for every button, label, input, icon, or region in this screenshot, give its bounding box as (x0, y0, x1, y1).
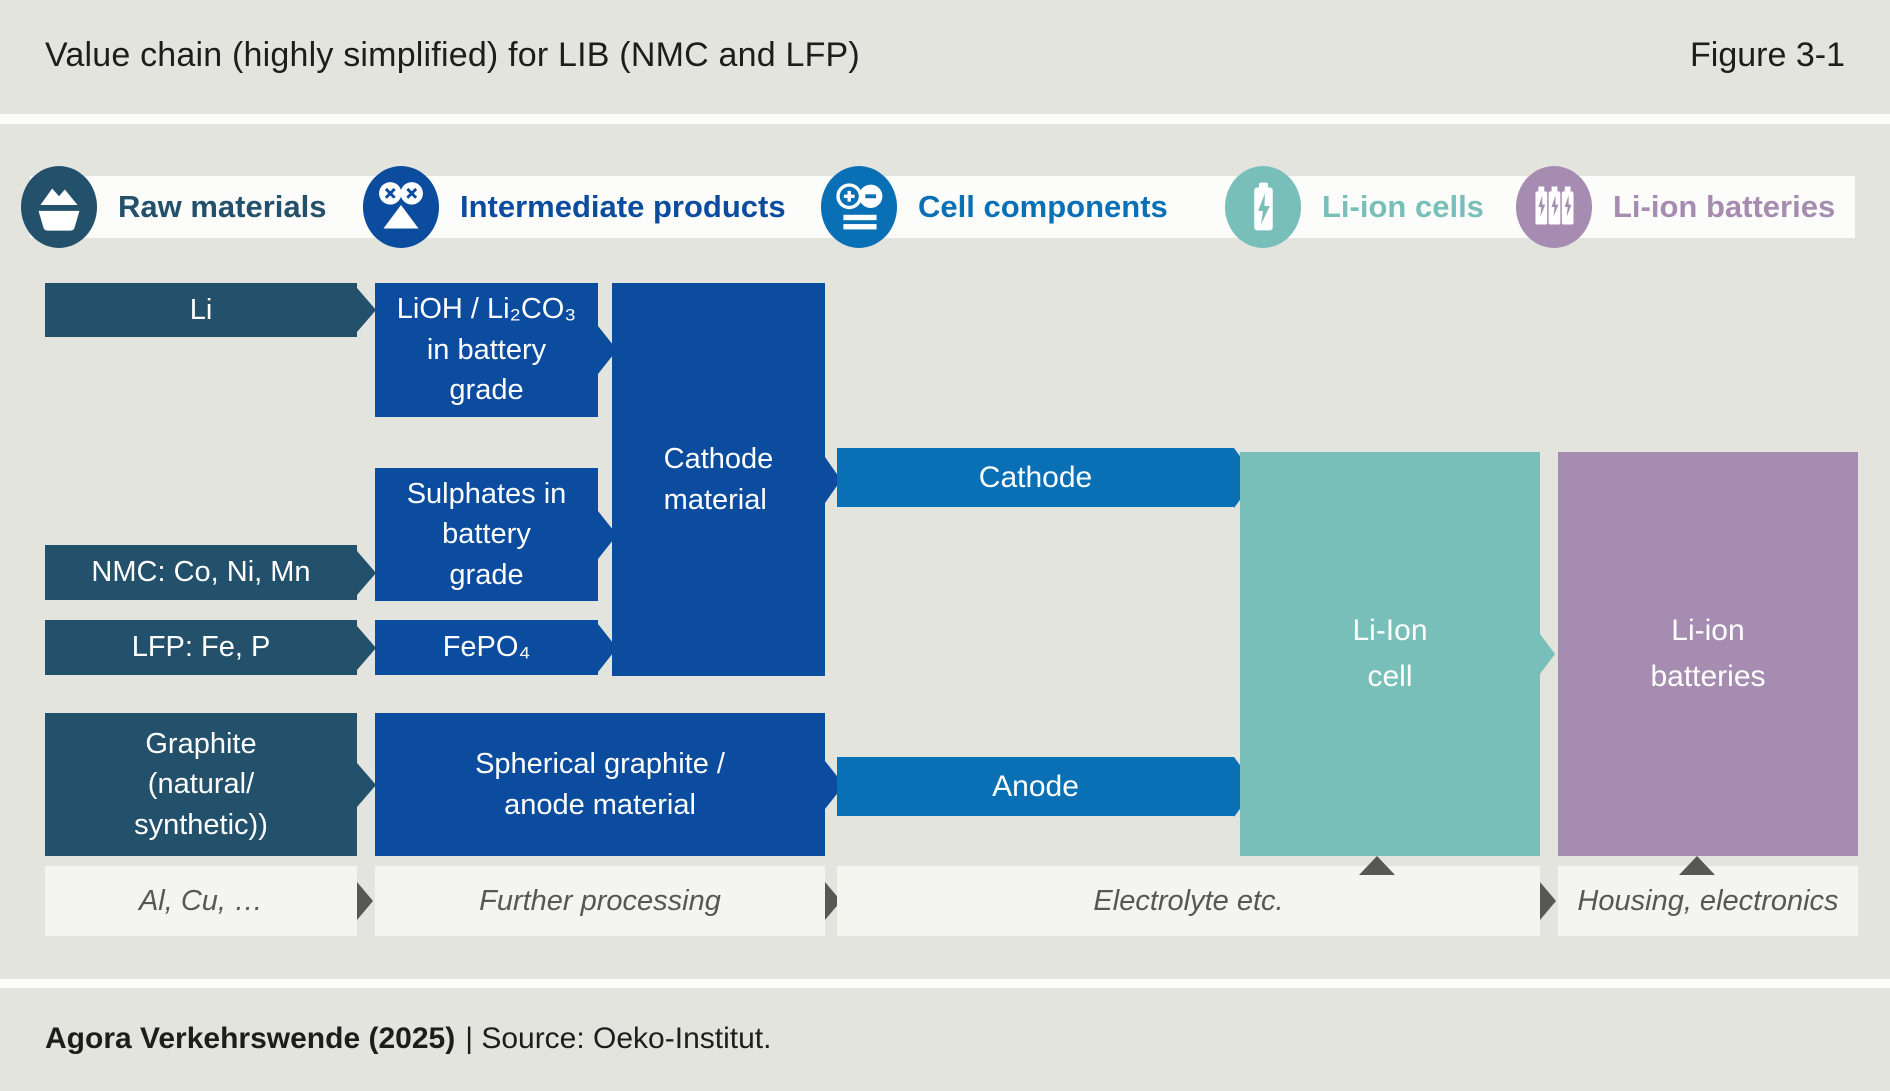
legend-item-cell-components: Cell components (820, 165, 1168, 249)
battery-pack-icon (1515, 166, 1593, 248)
legend-label: Cell components (918, 189, 1168, 224)
box-lioh: LiOH / Li₂CO₃ in battery grade (375, 283, 598, 417)
box-further-processing: Further processing (375, 866, 825, 936)
legend-label: Raw materials (118, 189, 327, 224)
bar-cathode: Cathode (837, 448, 1234, 507)
box-lfp: LFP: Fe, P (45, 620, 357, 675)
figure-number: Figure 3-1 (1690, 36, 1845, 74)
legend-label: Intermediate products (460, 189, 786, 224)
box-graphite: Graphite (natural/ synthetic)) (45, 713, 357, 856)
processed-ore-icon (362, 166, 440, 248)
box-li: Li (45, 283, 357, 337)
box-sulphates: Sulphates in battery grade (375, 468, 598, 601)
box-nmc: NMC: Co, Ni, Mn (45, 545, 357, 600)
attribution-publisher: Agora Verkehrswende (2025) (45, 1022, 456, 1055)
ore-basket-icon (20, 166, 98, 248)
up-arrow-housing-to-batteries (1679, 856, 1715, 875)
attribution: Agora Verkehrswende (2025) | Source: Oeko… (45, 1022, 771, 1056)
legend-item-li-ion-batteries: Li-ion batteries (1515, 165, 1835, 249)
page-title: Value chain (highly simplified) for LIB … (45, 36, 860, 74)
box-spherical-graphite: Spherical graphite / anode material (375, 713, 825, 856)
header-divider (0, 114, 1890, 124)
legend-item-intermediate-products: Intermediate products (362, 165, 786, 249)
box-al-cu: Al, Cu, … (45, 866, 357, 936)
legend-item-li-ion-cells: Li-ion cells (1224, 165, 1484, 249)
box-li-ion-batteries: Li-ion batteries (1558, 452, 1858, 856)
footer-divider (0, 979, 1890, 988)
electrodes-icon (820, 166, 898, 248)
box-cathode-material: Cathode material (612, 283, 825, 676)
box-housing-electronics: Housing, electronics (1558, 866, 1858, 936)
box-fepo4: FePO₄ (375, 620, 598, 675)
attribution-source: | Source: Oeko-Institut. (465, 1022, 772, 1055)
box-electrolyte: Electrolyte etc. (837, 866, 1540, 936)
legend-label: Li-ion cells (1322, 189, 1484, 224)
bar-anode: Anode (837, 757, 1234, 816)
legend-item-raw-materials: Raw materials (20, 165, 327, 249)
legend-label: Li-ion batteries (1613, 189, 1836, 224)
box-li-ion-cell: Li-Ion cell (1240, 452, 1540, 856)
battery-cell-icon (1224, 166, 1302, 248)
up-arrow-electrolyte-to-cell (1359, 856, 1395, 875)
